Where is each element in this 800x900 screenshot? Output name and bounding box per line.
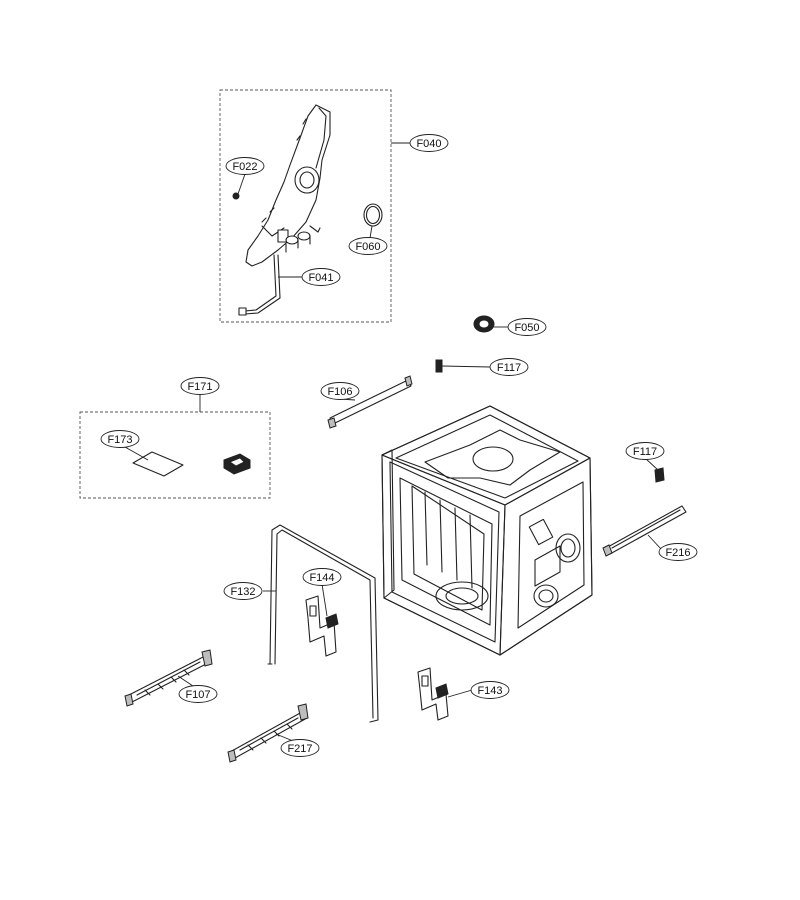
- svg-text:F106: F106: [327, 386, 352, 398]
- svg-text:F144: F144: [309, 572, 334, 584]
- svg-text:F171: F171: [187, 381, 212, 393]
- group-box-f040: [219, 89, 392, 323]
- svg-text:F216: F216: [665, 547, 690, 559]
- part-f217-rail: [227, 703, 309, 763]
- part-f173-sheet: [132, 451, 184, 477]
- callout-f107: F107: [178, 685, 218, 703]
- part-f022-screw: [232, 192, 240, 200]
- svg-text:F132: F132: [230, 586, 255, 598]
- callout-f143: F143: [470, 681, 510, 699]
- callout-f117-side: F117: [625, 442, 665, 460]
- svg-text:F022: F022: [232, 161, 257, 173]
- part-f144-hinge: [305, 595, 339, 657]
- callout-f132: F132: [223, 582, 263, 600]
- svg-text:F050: F050: [514, 322, 539, 334]
- callout-f022: F022: [225, 157, 265, 175]
- callout-f106: F106: [320, 382, 360, 400]
- part-f132-gasket: [267, 524, 379, 723]
- svg-text:F107: F107: [185, 689, 210, 701]
- group-box-f171: [79, 411, 271, 499]
- svg-text:F143: F143: [477, 685, 502, 697]
- part-f171-clip: [223, 453, 251, 475]
- callout-f041: F041: [301, 268, 341, 286]
- part-f107-rail: [124, 649, 213, 707]
- part-f040-guide-plate: [245, 104, 331, 267]
- part-f060-oring: [363, 203, 383, 227]
- callout-f217: F217: [280, 739, 320, 757]
- callout-f060: F060: [348, 237, 388, 255]
- part-f216-rail: [602, 505, 687, 557]
- svg-text:F060: F060: [355, 241, 380, 253]
- svg-text:F117: F117: [497, 362, 521, 374]
- part-f143-hinge: [417, 667, 449, 721]
- svg-text:F217: F217: [287, 743, 312, 755]
- callout-f216: F216: [658, 543, 698, 561]
- callout-f050: F050: [507, 318, 547, 336]
- callout-f173: F173: [100, 430, 140, 448]
- leader-lines: [124, 142, 662, 744]
- svg-text:F117: F117: [633, 446, 657, 458]
- part-f041-tube: [238, 254, 281, 316]
- part-tub: [381, 405, 593, 656]
- callout-f117-top: F117: [489, 358, 529, 376]
- svg-text:F173: F173: [107, 434, 132, 446]
- callout-f171: F171: [180, 377, 220, 395]
- part-f050-disc: [473, 315, 495, 333]
- part-f117-clip-top: [435, 359, 443, 373]
- part-f106-rail: [327, 375, 413, 429]
- svg-text:F041: F041: [308, 272, 333, 284]
- part-f117-clip-side: [654, 467, 665, 483]
- svg-text:F040: F040: [416, 138, 441, 150]
- callout-f144: F144: [302, 568, 342, 586]
- callout-f040: F040: [409, 134, 449, 152]
